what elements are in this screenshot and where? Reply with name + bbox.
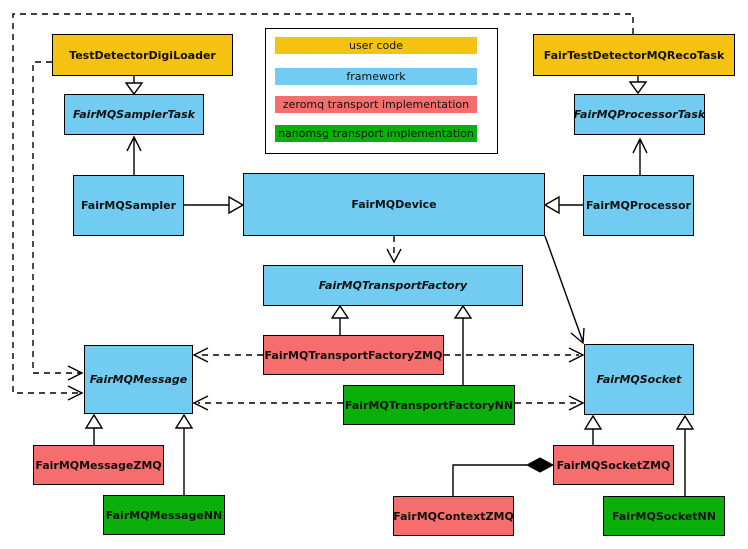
edge-socketzmq-socket — [583, 414, 603, 445]
edge-tfzmq-transportfactory — [330, 304, 350, 335]
edge-contextzmq-socketzmq — [452, 457, 555, 496]
class-label: FairMQTransportFactory — [318, 279, 468, 292]
class-label: FairMQProcessorTask — [573, 108, 706, 121]
edge-digiloader-samplertask — [124, 76, 144, 96]
class-box-fairmqsamplertask: FairMQSamplerTask — [64, 94, 204, 135]
legend-item-zeromq: zeromq transport implementation — [275, 96, 477, 113]
class-box-fairmqtransportfactoryzmq: FairMQTransportFactoryZMQ — [263, 335, 444, 375]
class-box-testdetectordigiloader: TestDetectorDigiLoader — [52, 34, 233, 76]
class-box-fairmqcontextzmq: FairMQContextZMQ — [393, 496, 514, 536]
class-box-fairmqsocketzmq: FairMQSocketZMQ — [553, 445, 674, 485]
edge-tfnn-transportfactory — [453, 304, 473, 385]
edge-sampler-samplertask — [126, 135, 142, 175]
class-box-fairmqtransportfactory: FairMQTransportFactory — [263, 265, 523, 306]
edge-socketnn-socket — [675, 414, 695, 496]
legend-label: zeromq transport implementation — [282, 98, 470, 111]
class-box-fairmqprocessor: FairMQProcessor — [583, 175, 694, 236]
class-label: FairMQSocket — [596, 373, 682, 386]
class-box-fairmqmessage: FairMQMessage — [84, 345, 193, 414]
class-label: TestDetectorDigiLoader — [69, 48, 216, 62]
class-box-fairmqtransportfactorynn: FairMQTransportFactoryNN — [343, 385, 515, 425]
class-label: FairMQMessageZMQ — [35, 458, 162, 472]
edge-digiloader-message — [32, 61, 84, 381]
class-label: FairMQDevice — [351, 198, 437, 211]
class-box-fairtestdetectormqrecotask: FairTestDetectorMQRecoTask — [533, 34, 735, 76]
edge-tfzmq-message — [192, 347, 263, 363]
class-box-fairmqmessagenn: FairMQMessageNN — [103, 495, 225, 535]
edge-tfzmq-socket — [444, 347, 585, 363]
edge-messagezmq-message — [84, 413, 104, 445]
edge-tfnn-message — [192, 395, 343, 411]
legend-item-nanomsg: nanomsg transport implementation — [275, 125, 477, 142]
class-label: FairMQTransportFactoryNN — [344, 398, 514, 412]
edge-tfnn-socket — [515, 395, 585, 411]
edge-device-transportfactory — [386, 236, 402, 264]
edge-device-socket — [544, 235, 585, 345]
class-box-fairmqsocket: FairMQSocket — [584, 344, 694, 415]
edge-recotask-processortask — [628, 76, 648, 95]
legend: user code framework zeromq transport imp… — [265, 28, 498, 154]
edge-sampler-device — [184, 195, 245, 215]
legend-label: user code — [348, 39, 404, 52]
class-label: FairTestDetectorMQRecoTask — [543, 48, 725, 62]
class-label: FairMQSocketNN — [612, 509, 716, 523]
edge-recotask-message — [12, 13, 634, 401]
class-box-fairmqsocketnn: FairMQSocketNN — [603, 496, 725, 536]
class-label: FairMQSamplerTask — [73, 108, 195, 121]
class-label: FairMQContextZMQ — [393, 509, 514, 523]
legend-item-user-code: user code — [275, 37, 477, 54]
class-box-fairmqdevice: FairMQDevice — [243, 173, 545, 236]
class-box-fairmqmessagezmq: FairMQMessageZMQ — [33, 445, 164, 485]
class-box-fairmqprocessortask: FairMQProcessorTask — [574, 94, 705, 135]
legend-label: framework — [346, 70, 406, 83]
class-label: FairMQSocketZMQ — [556, 458, 671, 472]
edge-messagenn-message — [174, 413, 194, 495]
class-label: FairMQMessage — [89, 373, 188, 386]
edge-processor-processortask — [632, 137, 648, 175]
legend-item-framework: framework — [275, 68, 477, 85]
class-label: FairMQMessageNN — [105, 508, 223, 522]
class-label: FairMQTransportFactoryZMQ — [264, 348, 443, 362]
edge-processor-device — [543, 195, 583, 215]
class-label: FairMQSampler — [80, 199, 177, 212]
class-label: FairMQProcessor — [586, 199, 691, 212]
class-box-fairmqsampler: FairMQSampler — [73, 175, 184, 236]
legend-label: nanomsg transport implementation — [278, 127, 474, 140]
